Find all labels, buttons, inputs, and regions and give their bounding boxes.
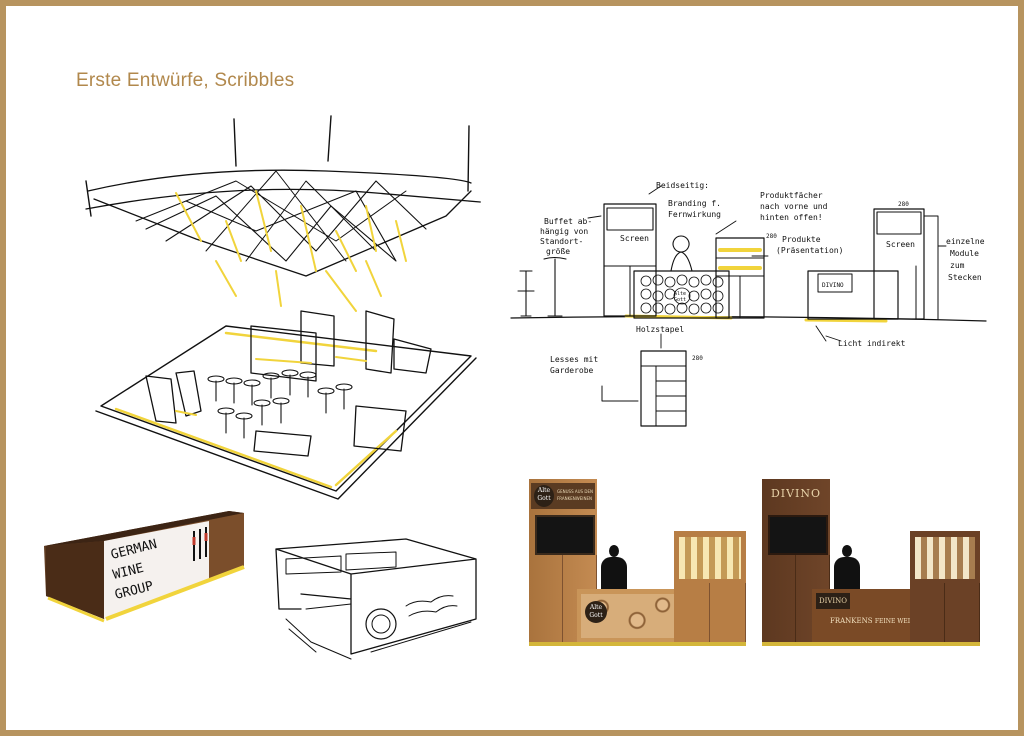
note-remote: Fernwirkung [668,210,721,219]
counter-logo-line1: Alte [674,291,686,297]
render-left-sign: Alte Gott GENUSS AUS DEN FRANKENWEINEN [531,483,595,509]
note-buffet-2: hängig von [540,227,588,236]
render-left-person [601,545,627,589]
render-alte-gott: Alte Gott GENUSS AUS DEN FRANKENWEINEN A… [529,479,749,649]
render-right-counter-badge: DIVINO [816,593,850,609]
height-label-2: 280 [692,355,703,362]
render-left-shelf-unit [674,531,746,644]
note-branding: Branding f. [668,199,721,208]
render-left-logo: Alte Gott [534,485,554,507]
counter-sketch-german-wine-group: GERMAN WINE GROUP [44,511,245,623]
render-right-lit-shelf [915,537,975,579]
screen-label-right: Screen [886,240,915,249]
note-modules-4: Stecken [948,273,982,282]
render-right-counter: DIVINO FRANKENS FEINE WEINE [812,589,922,644]
render-right-person [834,545,860,589]
render-left-sign-text-1: GENUSS AUS DEN [557,489,593,494]
height-label-3: 280 [898,201,909,208]
render-left-counter-logo: Alte Gott [585,601,607,623]
sketch-lettering-line2: WINE [111,561,145,583]
note-modules-2: Module [950,249,979,258]
counter-brand-sketch: DIVINO [822,282,844,289]
render-right-shelf-unit [910,531,980,644]
render-left-logo-line1: Alte [537,487,551,494]
screen-label-left: Screen [620,234,649,243]
render-right-slogan-part1: FRANKENS [830,617,873,625]
note-indirect-light: Licht indirekt [838,339,906,348]
render-left-lit-shelf [679,537,741,579]
render-left-screen [535,515,595,555]
render-right-counter-slogan: FRANKENS FEINE WEINE [830,617,920,625]
render-right-screen [768,515,828,555]
note-shelves-3: hinten offen! [760,213,823,222]
note-buffet-1: Buffet ab- [544,217,592,226]
note-modules-3: zum [950,261,965,270]
stand-floor-sketch [95,310,477,500]
note-modules-1: einzelne [946,237,985,246]
stand-perspective-sketch [85,115,481,500]
render-left-counter-logo-line1: Alte [589,604,603,611]
render-divino: DIVINO DIVINO FRANKENS FEINE WEINE [762,479,982,649]
render-left-logo-line2: Gott [537,495,551,502]
presentation-page: Erste Entwürfe, Scribbles [6,6,1018,730]
counter-sketch-corner [275,538,477,660]
render-right-plinth-light [762,642,980,646]
render-left-plinth-light [529,642,746,646]
note-cabinet-1: Lesses mit [550,355,598,364]
note-products: Produkte [782,235,821,244]
note-cabinet-2: Garderobe [550,366,594,375]
height-label-1: 280 [766,233,777,240]
note-shelves-2: nach vorne und [760,202,828,211]
ceiling-pendant-sketch [85,115,481,312]
render-left-counter: Alte Gott [577,589,687,644]
render-left-sign-text-2: FRANKENWEINEN [557,496,592,501]
render-right-brand: DIVINO [770,487,822,500]
counter-logo-line2: Gott [674,297,686,303]
note-shelves-1: Produktfächer [760,191,823,200]
page-title: Erste Entwürfe, Scribbles [76,70,295,91]
note-buffet-3: Standort- [540,237,583,246]
note-buffet-4: größe [546,247,570,256]
front-elevation-sketch: Screen Alte Gott Screen DIVINO [510,181,987,427]
note-two-sided: Beidseitig: [656,181,709,190]
note-presentation: (Präsentation) [776,246,843,255]
note-wood-stack: Holzstapel [636,325,684,334]
render-right-slogan-part2: FEINE WEINE [874,618,920,625]
render-left-counter-logo-line2: Gott [589,612,603,619]
